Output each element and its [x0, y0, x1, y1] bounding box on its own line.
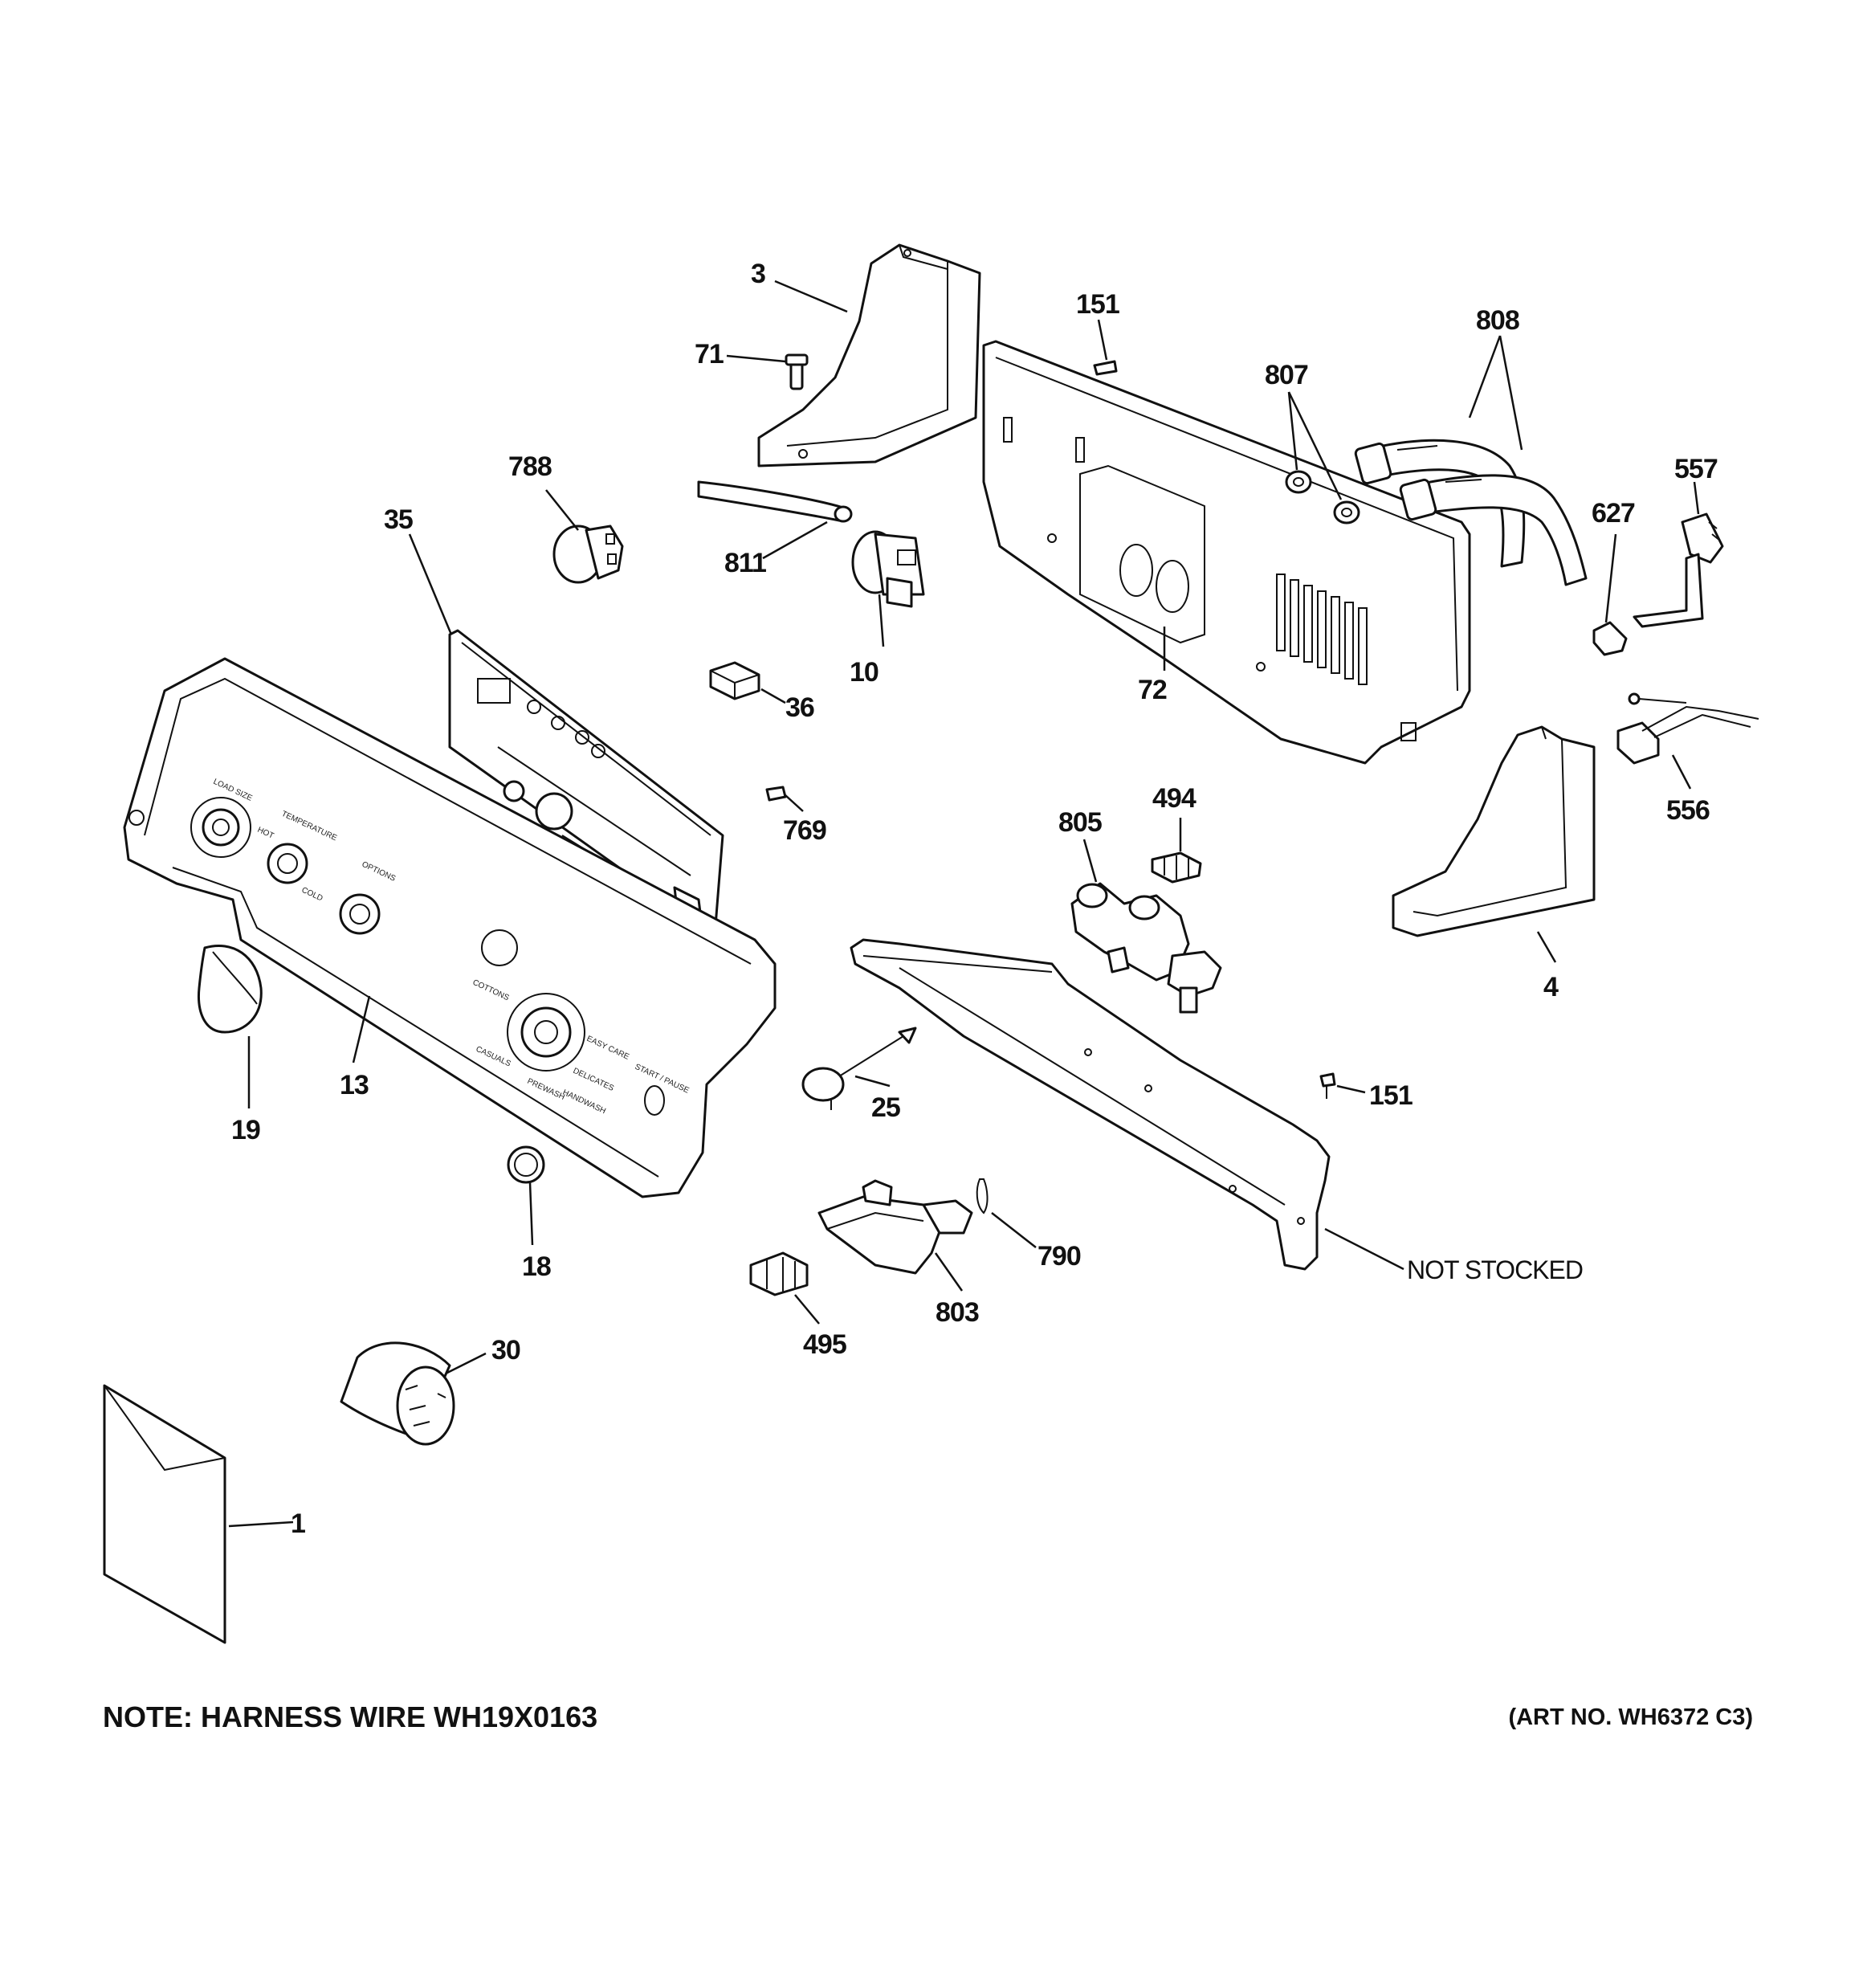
callout-3: 3 — [751, 259, 765, 289]
callout-10: 10 — [850, 657, 879, 688]
callout-557: 557 — [1674, 454, 1718, 484]
part-not-stocked-bracket — [850, 938, 1331, 1271]
callout-495: 495 — [803, 1329, 846, 1360]
callout-556: 556 — [1666, 795, 1710, 826]
callout-19: 19 — [231, 1115, 260, 1145]
part-18-button — [507, 1145, 545, 1184]
callout-30: 30 — [491, 1335, 520, 1365]
part-13-control-panel: LOAD SIZE TEMPERATURE OPTIONS COTTONS EA… — [123, 657, 777, 1198]
part-811-pressure-hose — [697, 480, 853, 523]
callout-627: 627 — [1592, 498, 1635, 529]
part-36-clip — [709, 661, 760, 700]
part-557-power-cord — [1633, 512, 1724, 628]
options-dial — [339, 893, 381, 935]
callout-769: 769 — [783, 815, 826, 846]
part-494-connector — [1151, 851, 1202, 884]
callout-71: 71 — [695, 339, 724, 369]
part-10-pressure-switch — [851, 530, 925, 608]
callout-790: 790 — [1037, 1241, 1081, 1272]
start-pause-button — [644, 1085, 665, 1116]
part-788-timer-motor — [552, 525, 624, 584]
callout-not-stocked: NOT STOCKED — [1407, 1255, 1583, 1284]
part-151-screw-bottom — [1319, 1072, 1336, 1099]
part-19-knob — [197, 944, 263, 1034]
callout-labels: 3 71 151 808 807 557 788 35 811 627 10 7… — [231, 259, 1718, 1539]
part-4-right-bracket — [1392, 725, 1596, 937]
temperature-dial — [267, 843, 308, 884]
callout-807: 807 — [1265, 360, 1308, 390]
harness-wire-note: NOTE: HARNESS WIRE WH19X0163 — [103, 1700, 597, 1733]
ge-logo — [128, 810, 145, 826]
callout-72: 72 — [1138, 675, 1167, 705]
part-1-envelope — [103, 1384, 226, 1644]
leader-lines — [228, 280, 1700, 1528]
part-71-screw — [785, 353, 809, 390]
callout-36: 36 — [785, 692, 814, 723]
callout-1: 1 — [291, 1508, 305, 1539]
display-window — [481, 929, 518, 966]
back-panel-vents — [1276, 574, 1368, 685]
part-30-capacitor — [340, 1341, 455, 1446]
part-151-screw-top — [1093, 360, 1118, 376]
part-808-hoses — [1354, 439, 1588, 586]
part-803-dispenser — [817, 1179, 973, 1275]
part-556-connector — [1616, 692, 1759, 765]
part-3-left-bracket — [757, 243, 981, 467]
callout-803: 803 — [936, 1297, 979, 1328]
part-627-strain-relief — [1592, 621, 1628, 656]
part-807-washers — [1285, 470, 1360, 525]
part-805-water-valve — [1070, 882, 1222, 1014]
cycle-dial — [507, 993, 585, 1072]
part-72-back-panel — [982, 340, 1471, 765]
callout-151-bottom: 151 — [1369, 1080, 1413, 1111]
part-790-clip — [976, 1178, 989, 1214]
callout-18: 18 — [522, 1251, 551, 1282]
callout-25: 25 — [871, 1092, 900, 1123]
callout-805: 805 — [1058, 807, 1102, 838]
callout-788: 788 — [508, 451, 552, 482]
callout-494: 494 — [1152, 783, 1196, 814]
callout-811: 811 — [724, 548, 766, 578]
callout-35: 35 — [384, 504, 413, 535]
part-769-screw — [765, 786, 787, 802]
load-size-dial — [190, 797, 251, 858]
callout-13: 13 — [340, 1070, 369, 1100]
callout-808: 808 — [1476, 305, 1519, 336]
part-25-knob-shaft — [801, 1027, 917, 1110]
part-495-connector — [749, 1251, 809, 1296]
callout-151-top: 151 — [1076, 289, 1119, 320]
art-number: (ART NO. WH6372 C3) — [1508, 1704, 1753, 1730]
callout-4: 4 — [1543, 972, 1559, 1002]
